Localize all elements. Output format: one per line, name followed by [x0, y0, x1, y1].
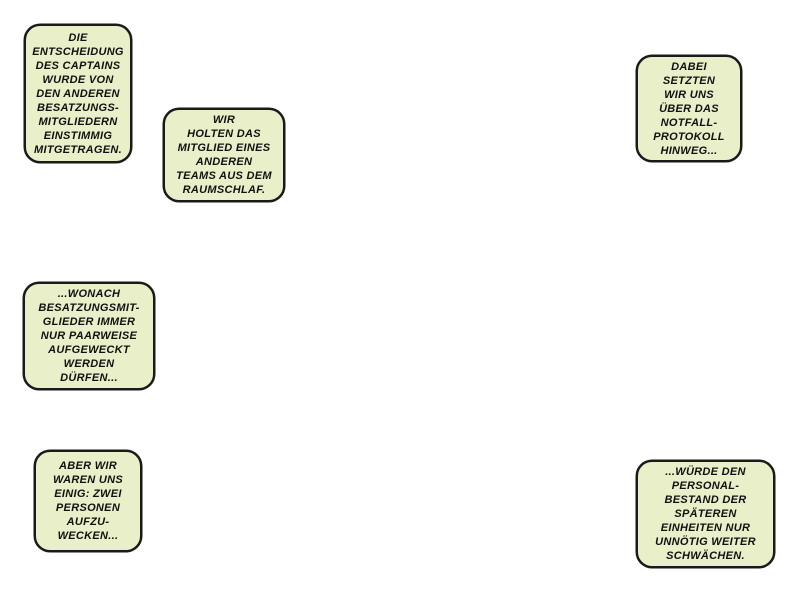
- caption-line: Raumschlaf.: [182, 184, 266, 196]
- caption-line: anderen: [195, 156, 253, 168]
- caption-line: aufzu-: [66, 516, 110, 528]
- caption-line: einig: zwei: [54, 488, 122, 500]
- caption-line: Die: [68, 31, 88, 44]
- caption-line: Personen: [55, 502, 121, 514]
- caption-line: bestand der: [664, 494, 747, 506]
- caption-line: aufgeweckt: [48, 344, 130, 356]
- caption-line: nur paarweise: [40, 330, 138, 342]
- caption-line: Mitglied eines: [177, 142, 271, 154]
- caption-box-5: Aber wir waren uns einig: zweiPersonen aufz…: [34, 450, 142, 552]
- caption-box-3: Dabeisetztenwir unsüber dasNotfall-proto…: [636, 55, 742, 162]
- caption-line: wecken...: [57, 530, 119, 542]
- caption-box-2: Wir holten dasMitglied eines anderenTeams …: [163, 108, 285, 202]
- caption-line: hinweg...: [660, 144, 718, 157]
- caption-line: Besatzungs-: [37, 101, 119, 114]
- caption-line: den anderen: [36, 87, 120, 100]
- caption-line: Teams aus dem: [176, 170, 272, 182]
- caption-line: Entscheidung: [32, 45, 124, 58]
- caption-line: waren uns: [53, 474, 123, 486]
- caption-line: protokoll: [653, 130, 725, 143]
- caption-line: Aber wir: [58, 460, 117, 472]
- caption-line: Wir: [212, 114, 236, 126]
- caption-line: wir uns: [664, 88, 714, 101]
- caption-line: werden: [63, 358, 115, 370]
- caption-line: Einheiten nur: [660, 522, 751, 534]
- caption-line: unnötig weiter: [655, 536, 756, 548]
- caption-box-1: DieEntscheidungdes Captainswurde vonden …: [24, 24, 132, 163]
- caption-line: Notfall-: [660, 116, 718, 129]
- caption-line: späteren: [674, 508, 737, 520]
- caption-line: des Captains: [35, 59, 121, 72]
- caption-line: mitgliedern: [38, 115, 118, 128]
- caption-line: wurde von: [42, 73, 114, 86]
- caption-line: Personal-: [671, 480, 740, 492]
- caption-line: einstimmig: [43, 129, 113, 142]
- caption-box-6: ...würde denPersonal-bestand der späteren…: [636, 460, 775, 568]
- caption-line: setzten: [662, 74, 716, 87]
- caption-line: Besatzungsmit-: [38, 302, 140, 314]
- caption-line: Dabei: [671, 60, 707, 73]
- caption-line: mitgetragen.: [34, 143, 122, 156]
- caption-line: schwächen.: [666, 550, 745, 562]
- caption-box-4: ...wonachBesatzungsmit-glieder immer nur …: [23, 282, 155, 390]
- caption-line: über das: [659, 102, 719, 115]
- caption-line: dürfen...: [60, 372, 118, 384]
- caption-line: glieder immer: [42, 316, 136, 328]
- caption-line: ...wonach: [57, 288, 121, 300]
- caption-line: holten das: [187, 128, 261, 140]
- caption-line: ...würde den: [665, 466, 746, 478]
